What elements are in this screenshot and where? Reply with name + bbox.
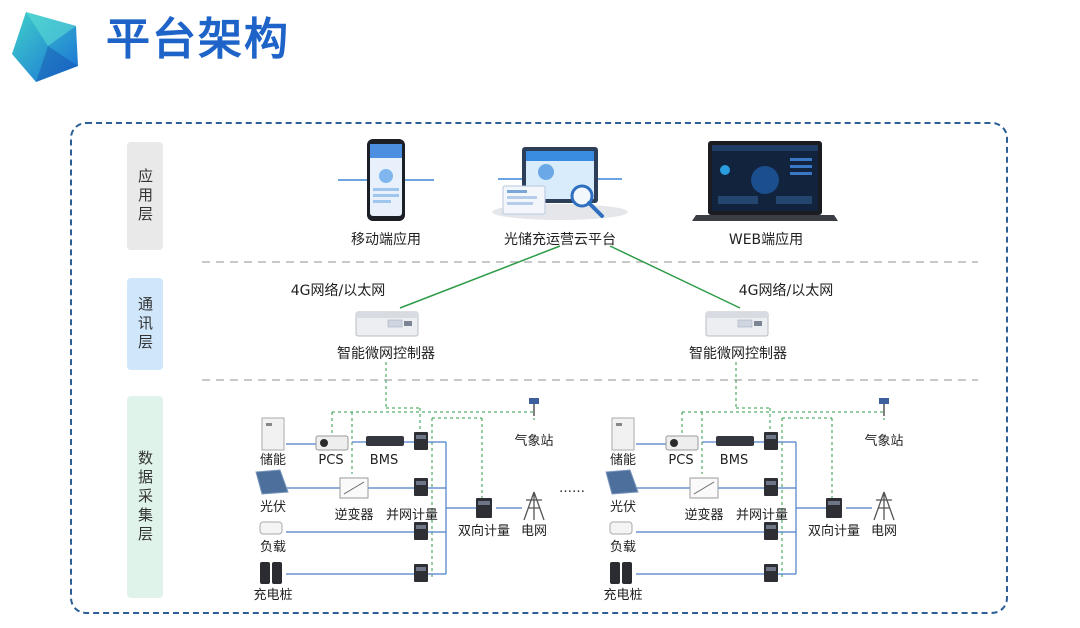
label-bms-left: BMS [369, 453, 399, 468]
logo-icon [12, 12, 78, 82]
label-pcs-right: PCS [668, 453, 694, 468]
label-pv-right: 光伏 [609, 500, 637, 515]
cloud-platform-icon [492, 147, 628, 220]
label-inverter-right: 逆变器 [684, 508, 724, 523]
ellipsis-separator: …… [559, 481, 585, 496]
label-controller-right: 智能微网控制器 [689, 346, 787, 362]
page-title: 平台架构 [106, 14, 290, 65]
controller-right-icon [705, 311, 769, 337]
label-grid-right: 电网 [870, 524, 898, 539]
link-cloud-left-controller [399, 245, 561, 309]
label-weather-right: 气象站 [864, 434, 904, 449]
label-bidirectional-meter-right: 双向计量 [807, 524, 861, 539]
layer-tag-communication: 通讯层 [127, 278, 163, 370]
label-storage-right: 储能 [609, 453, 637, 468]
label-pcs-left: PCS [318, 453, 344, 468]
label-storage-left: 储能 [259, 453, 287, 468]
layer-tag-data: 数据采集层 [127, 396, 163, 598]
phone-icon [338, 139, 434, 221]
label-weather-left: 气象站 [514, 434, 554, 449]
layer-tag-application: 应用层 [127, 142, 163, 250]
label-load-right: 负载 [609, 540, 637, 555]
label-load-left: 负载 [259, 540, 287, 555]
label-controller-left: 智能微网控制器 [337, 346, 435, 362]
label-bms-right: BMS [719, 453, 749, 468]
label-cloud-platform: 光储充运营云平台 [504, 232, 616, 248]
label-pv-left: 光伏 [259, 500, 287, 515]
controller-left-icon [355, 311, 419, 337]
architecture-frame [70, 122, 1008, 614]
link-cloud-right-controller [609, 245, 741, 309]
label-charger-right: 充电桩 [603, 588, 643, 603]
label-inverter-left: 逆变器 [334, 508, 374, 523]
label-grid-left: 电网 [520, 524, 548, 539]
label-charger-left: 充电桩 [253, 588, 293, 603]
data-group-right [605, 362, 895, 584]
label-mobile-app: 移动端应用 [351, 232, 421, 248]
label-network-left: 4G网络/以太网 [290, 283, 386, 299]
data-group-left [255, 362, 545, 584]
laptop-icon [692, 141, 838, 221]
label-bidirectional-meter-left: 双向计量 [457, 524, 511, 539]
label-grid-meter-left: 并网计量 [385, 508, 439, 523]
label-grid-meter-right: 并网计量 [735, 508, 789, 523]
label-network-right: 4G网络/以太网 [738, 283, 834, 299]
label-web-app: WEB端应用 [728, 232, 804, 248]
